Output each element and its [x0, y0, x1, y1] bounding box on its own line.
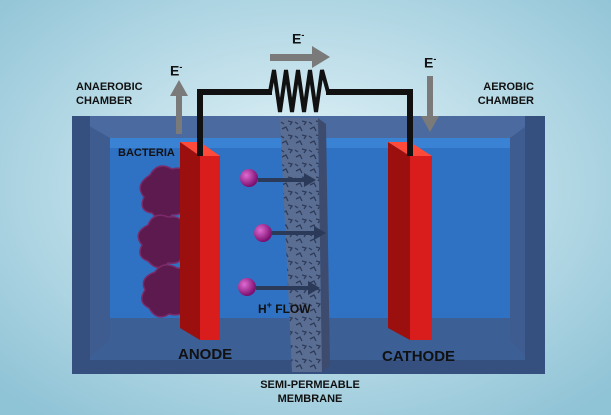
proton-flow-1	[258, 173, 316, 187]
membrane-label: SEMI-PERMEABLE MEMBRANE	[260, 379, 360, 405]
cathode-side	[388, 142, 410, 340]
arrow-right-icon	[308, 281, 320, 295]
proton-flow-2	[272, 226, 326, 240]
bacteria-blob-2	[137, 214, 190, 269]
proton-flow-3	[256, 281, 320, 295]
resistor-icon	[268, 69, 330, 113]
anaerobic-chamber-label: ANAEROBIC CHAMBER	[76, 81, 143, 107]
arrow-right-icon	[304, 173, 316, 187]
external-wire-right	[326, 89, 413, 156]
cathode-label: CATHODE	[382, 348, 456, 365]
electron-arrow-cathode-down	[421, 76, 439, 132]
electron-label-cathode: e-	[424, 54, 437, 71]
electron-label-anode: e-	[170, 62, 183, 79]
membrane-side	[318, 118, 330, 372]
electron-arrow-top	[270, 46, 330, 68]
tank-left-wall-edge	[72, 116, 90, 374]
aerobic-chamber-label: AEROBIC CHAMBER	[477, 81, 534, 107]
anode-label: ANODE	[178, 346, 233, 363]
cathode-electrode	[410, 156, 432, 340]
arrow-right-icon	[314, 226, 326, 240]
bacteria-label: BACTERIA	[118, 147, 175, 159]
anode-electrode	[200, 156, 220, 340]
electron-arrow-anode-up	[170, 80, 188, 134]
proton-ball-icon	[254, 224, 272, 242]
anode-side	[180, 142, 200, 340]
electron-label-top: e-	[292, 30, 305, 47]
tank-right-wall-edge	[525, 116, 545, 374]
proton-ball-icon	[238, 278, 256, 296]
h-flow-label: H+ FLOW	[258, 300, 311, 316]
external-wire	[197, 89, 272, 156]
proton-ball-icon	[240, 169, 258, 187]
